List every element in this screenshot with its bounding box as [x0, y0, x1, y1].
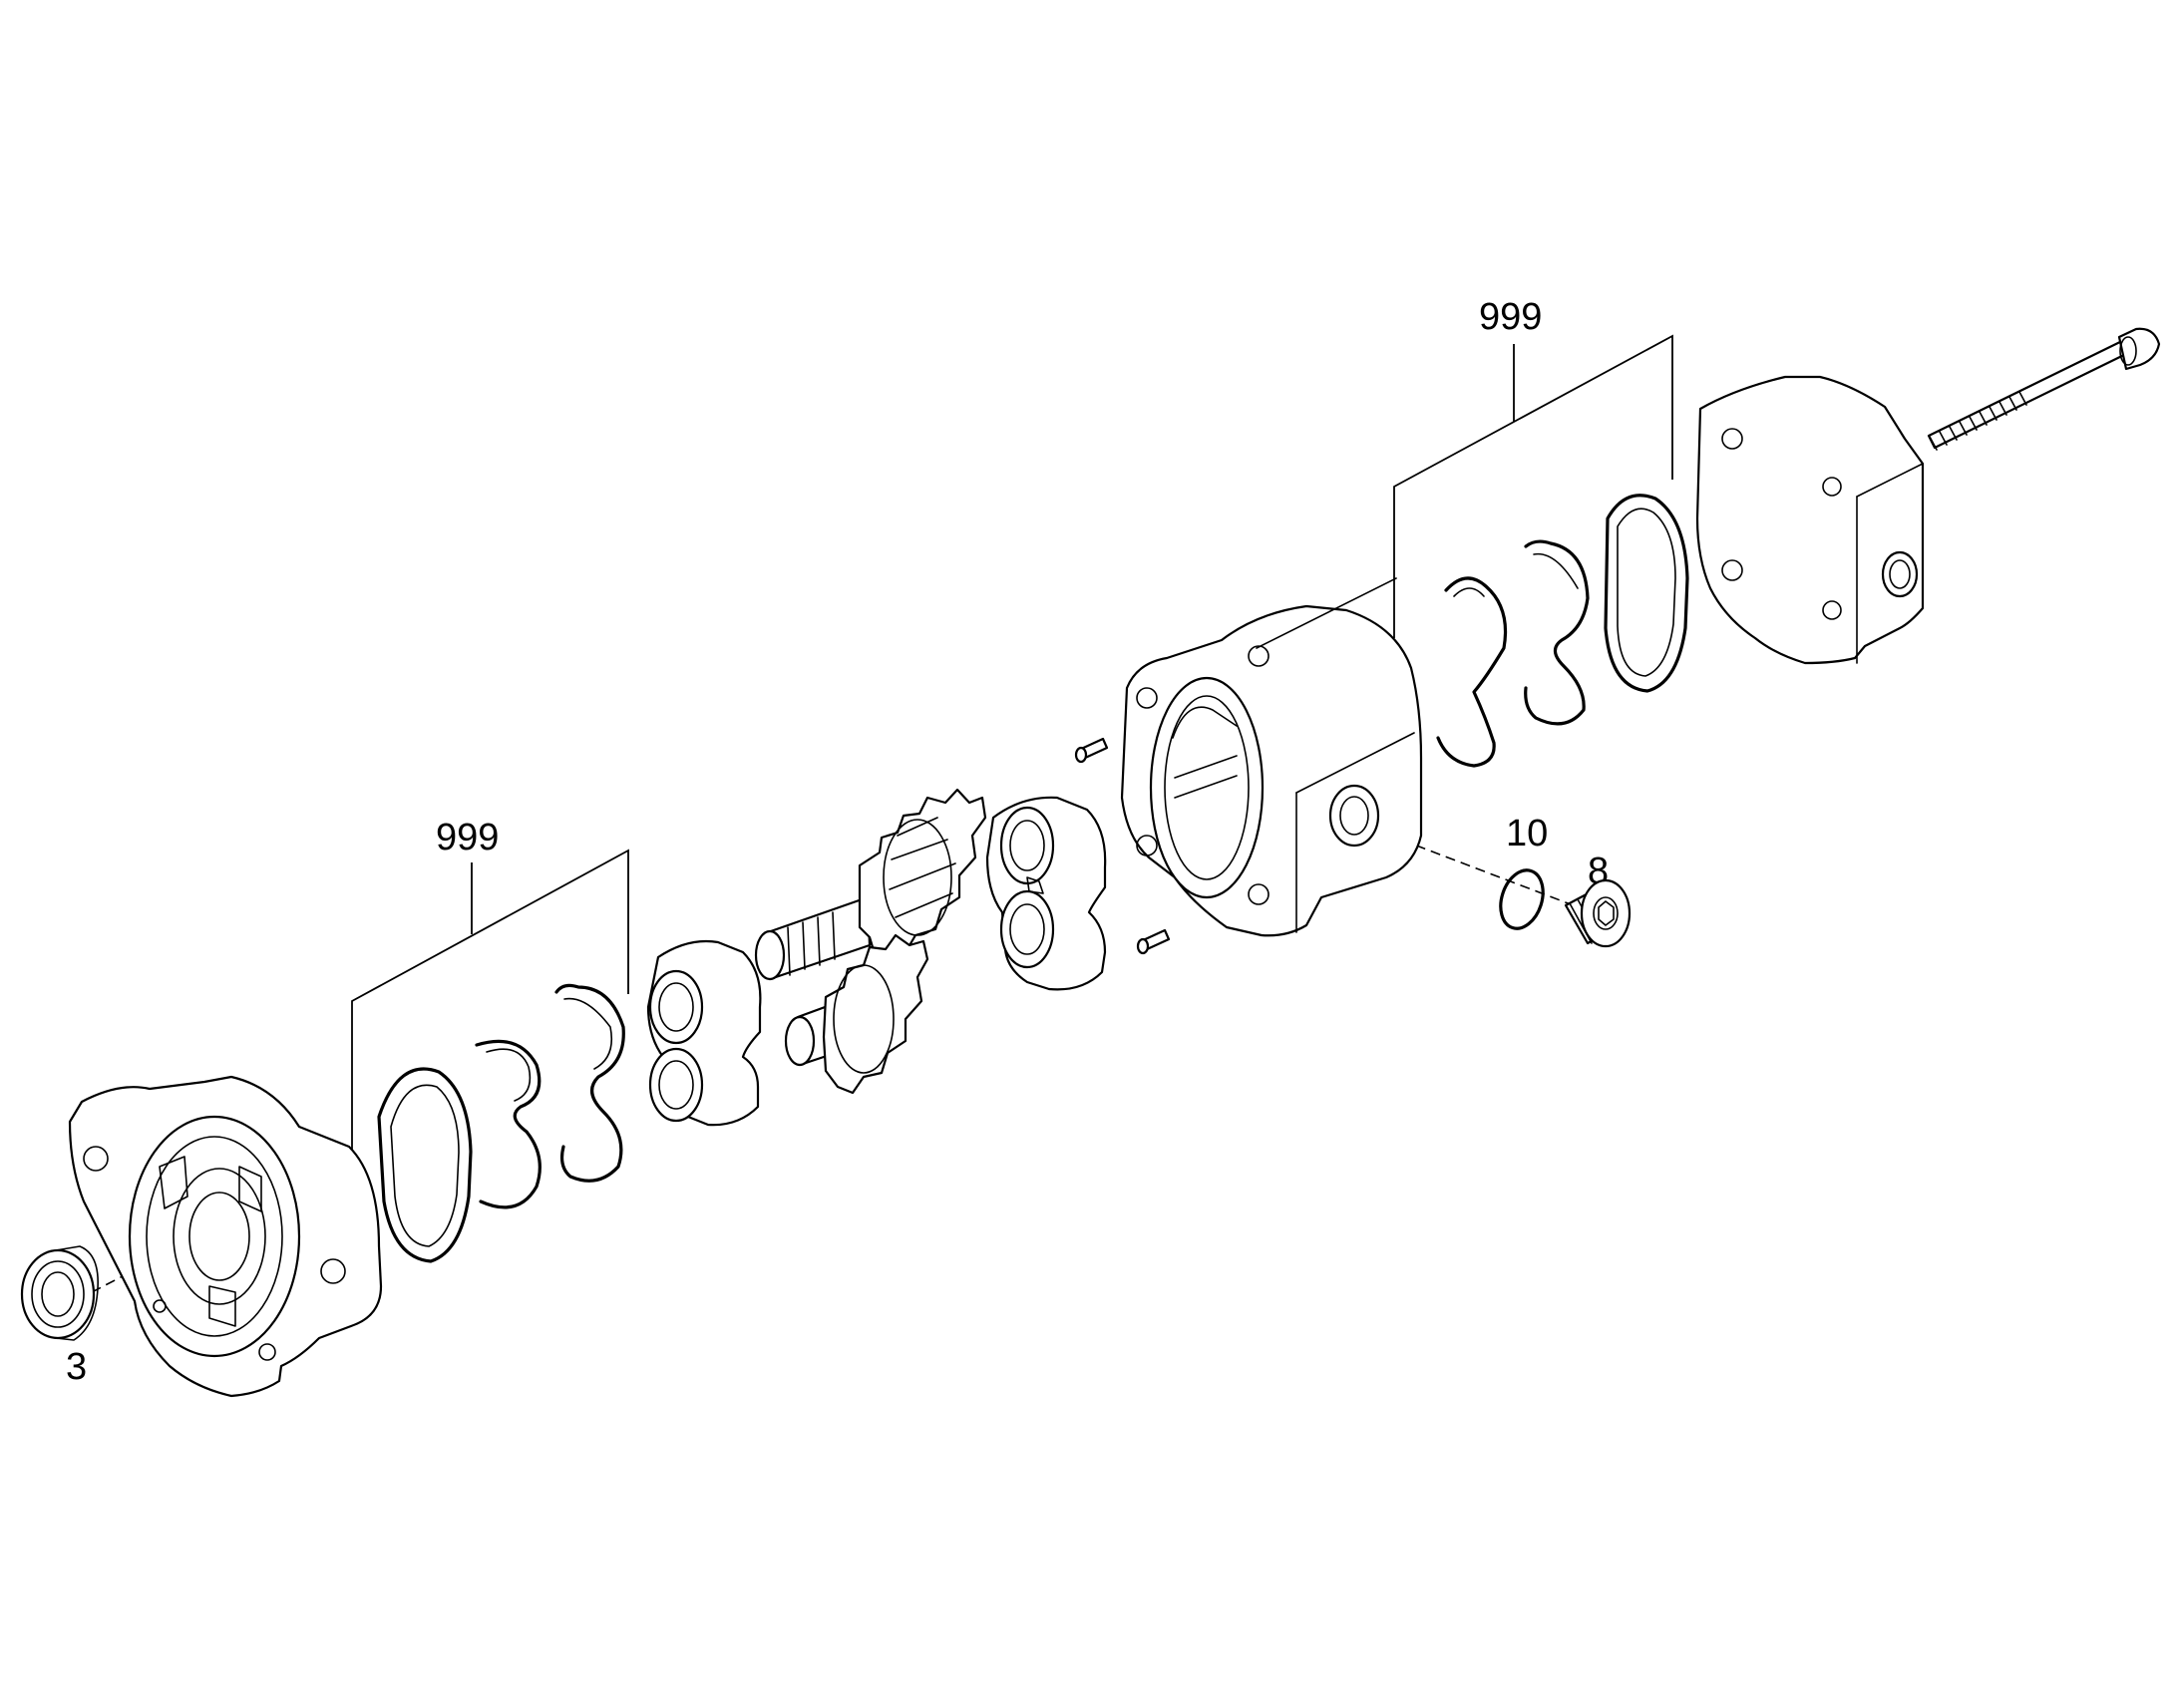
backup-ring-right-1[interactable] [1436, 576, 1508, 768]
callout-3[interactable]: 3 [66, 1346, 87, 1388]
bearing-block-rear[interactable] [985, 796, 1107, 991]
rear-end-cover[interactable] [1695, 375, 1925, 665]
drive-gear-shaft[interactable] [754, 788, 987, 981]
callout-10[interactable]: 10 [1506, 813, 1548, 854]
callout-999-top[interactable]: 999 [1479, 296, 1542, 338]
callout-999-left[interactable]: 999 [436, 817, 499, 858]
backup-ring-right-2[interactable] [1524, 539, 1590, 726]
backup-ring-left-1[interactable] [475, 1039, 542, 1209]
driven-gear[interactable] [784, 933, 929, 1095]
bracket-999-left [351, 849, 629, 1154]
dowel-pin-lower[interactable] [1136, 928, 1171, 955]
o-ring-left[interactable] [377, 1067, 473, 1263]
backup-ring-left-2[interactable] [554, 983, 625, 1183]
bearing-block-front[interactable] [646, 939, 762, 1127]
front-flange-cover[interactable] [68, 1075, 383, 1398]
shaft-seal-part[interactable] [20, 1245, 99, 1341]
o-ring-plug[interactable] [1494, 864, 1551, 933]
o-ring-right[interactable] [1604, 494, 1689, 693]
through-bolt[interactable] [1927, 327, 2161, 451]
bracket-999-top [1393, 334, 1673, 638]
dowel-pin-upper[interactable] [1074, 737, 1109, 764]
pump-housing[interactable] [1120, 577, 1423, 937]
threaded-plug[interactable] [1564, 878, 1632, 948]
